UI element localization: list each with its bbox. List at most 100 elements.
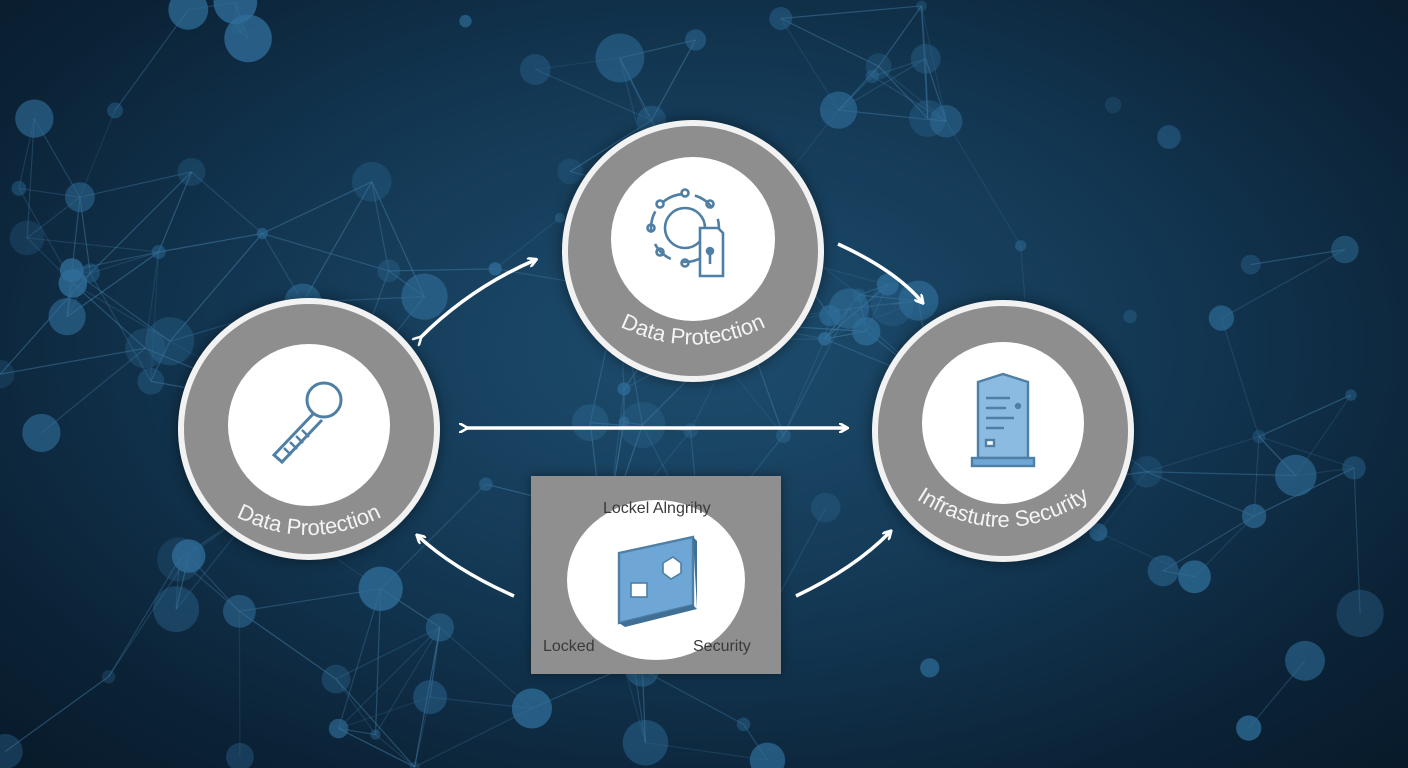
network-link	[302, 181, 373, 303]
network-link	[150, 340, 171, 382]
network-link	[414, 707, 533, 768]
node-data-protection-left: Data Protection	[178, 298, 440, 560]
network-link	[338, 728, 415, 768]
network-node	[137, 367, 165, 395]
network-node	[153, 586, 200, 633]
network-link	[90, 251, 159, 274]
network-link	[371, 181, 390, 271]
gear-lock-icon	[646, 188, 725, 278]
network-node	[48, 298, 86, 336]
network-link	[439, 626, 533, 709]
network-link	[262, 181, 373, 235]
network-link	[414, 696, 431, 768]
network-node	[1342, 456, 1366, 480]
network-node	[0, 359, 15, 389]
network-link	[108, 555, 190, 677]
network-link	[79, 110, 116, 198]
network-link	[645, 742, 768, 761]
network-link	[1258, 435, 1355, 469]
network-node	[409, 761, 420, 768]
network-link	[0, 347, 146, 375]
network-node	[910, 43, 941, 74]
network-node	[595, 33, 645, 83]
network-link	[945, 121, 1022, 247]
network-node	[1089, 523, 1108, 542]
network-node	[1208, 305, 1235, 331]
node-top-label: Data Protection	[618, 308, 768, 349]
network-link	[1162, 515, 1255, 572]
network-link	[71, 251, 159, 271]
network-node	[511, 688, 552, 729]
network-link	[71, 269, 171, 342]
center-box-left-label: Locked	[543, 638, 595, 655]
network-link	[108, 559, 180, 677]
network-link	[414, 627, 441, 768]
network-node	[519, 54, 551, 85]
network-node	[225, 743, 254, 768]
network-node	[1157, 125, 1181, 149]
network-link	[158, 232, 263, 253]
network-link	[780, 17, 879, 67]
network-link	[782, 308, 850, 436]
network-link	[1253, 436, 1260, 517]
network-link	[1250, 248, 1345, 266]
network-node	[125, 328, 166, 369]
network-link	[878, 5, 922, 67]
network-node	[413, 680, 448, 715]
network-node	[775, 428, 791, 444]
network-node	[1241, 503, 1267, 529]
network-node	[1252, 429, 1266, 444]
network-node	[810, 492, 841, 523]
node-data-protection-top: Data Protection	[562, 120, 824, 382]
network-link	[1220, 317, 1260, 437]
network-link	[144, 251, 160, 349]
network-node	[1147, 555, 1179, 587]
network-link	[26, 118, 35, 238]
network-node	[622, 719, 669, 766]
network-link	[374, 588, 382, 735]
network-link	[535, 68, 652, 121]
network-link	[191, 171, 263, 234]
network-link	[338, 588, 382, 729]
network-link	[872, 58, 926, 77]
network-node	[929, 105, 963, 138]
network-node	[370, 729, 381, 740]
network-node	[736, 717, 751, 732]
network-link	[72, 282, 146, 349]
network-node	[683, 423, 698, 438]
network-link	[1146, 471, 1296, 477]
chip-card-icon	[617, 535, 697, 627]
network-node	[11, 180, 27, 196]
network-node	[171, 539, 206, 573]
network-node	[488, 262, 502, 276]
network-node	[321, 664, 351, 694]
network-link	[72, 282, 171, 342]
network-node	[151, 244, 166, 260]
network-link	[494, 217, 561, 270]
network-link	[335, 678, 377, 735]
network-link	[150, 251, 160, 382]
network-link	[1146, 471, 1255, 517]
network-link	[1353, 467, 1361, 614]
network-node	[328, 718, 349, 739]
network-node	[22, 413, 61, 453]
network-node	[1236, 715, 1262, 741]
network-link	[239, 588, 381, 612]
network-node	[9, 220, 45, 256]
network-node	[865, 53, 892, 80]
network-node	[769, 7, 793, 30]
network-link	[920, 5, 927, 59]
network-link	[388, 268, 496, 272]
network-node	[852, 288, 866, 302]
network-node	[224, 14, 272, 63]
center-box-title: Lockel Alngrihy	[603, 500, 711, 517]
network-node	[554, 212, 565, 223]
network-node	[377, 259, 401, 283]
network-link	[158, 171, 193, 253]
node-left-label: Data Protection	[234, 499, 384, 540]
network-link	[335, 626, 441, 680]
network-node	[1123, 309, 1137, 324]
network-node	[1331, 235, 1359, 264]
network-link	[4, 676, 109, 752]
server-icon	[970, 372, 1036, 468]
